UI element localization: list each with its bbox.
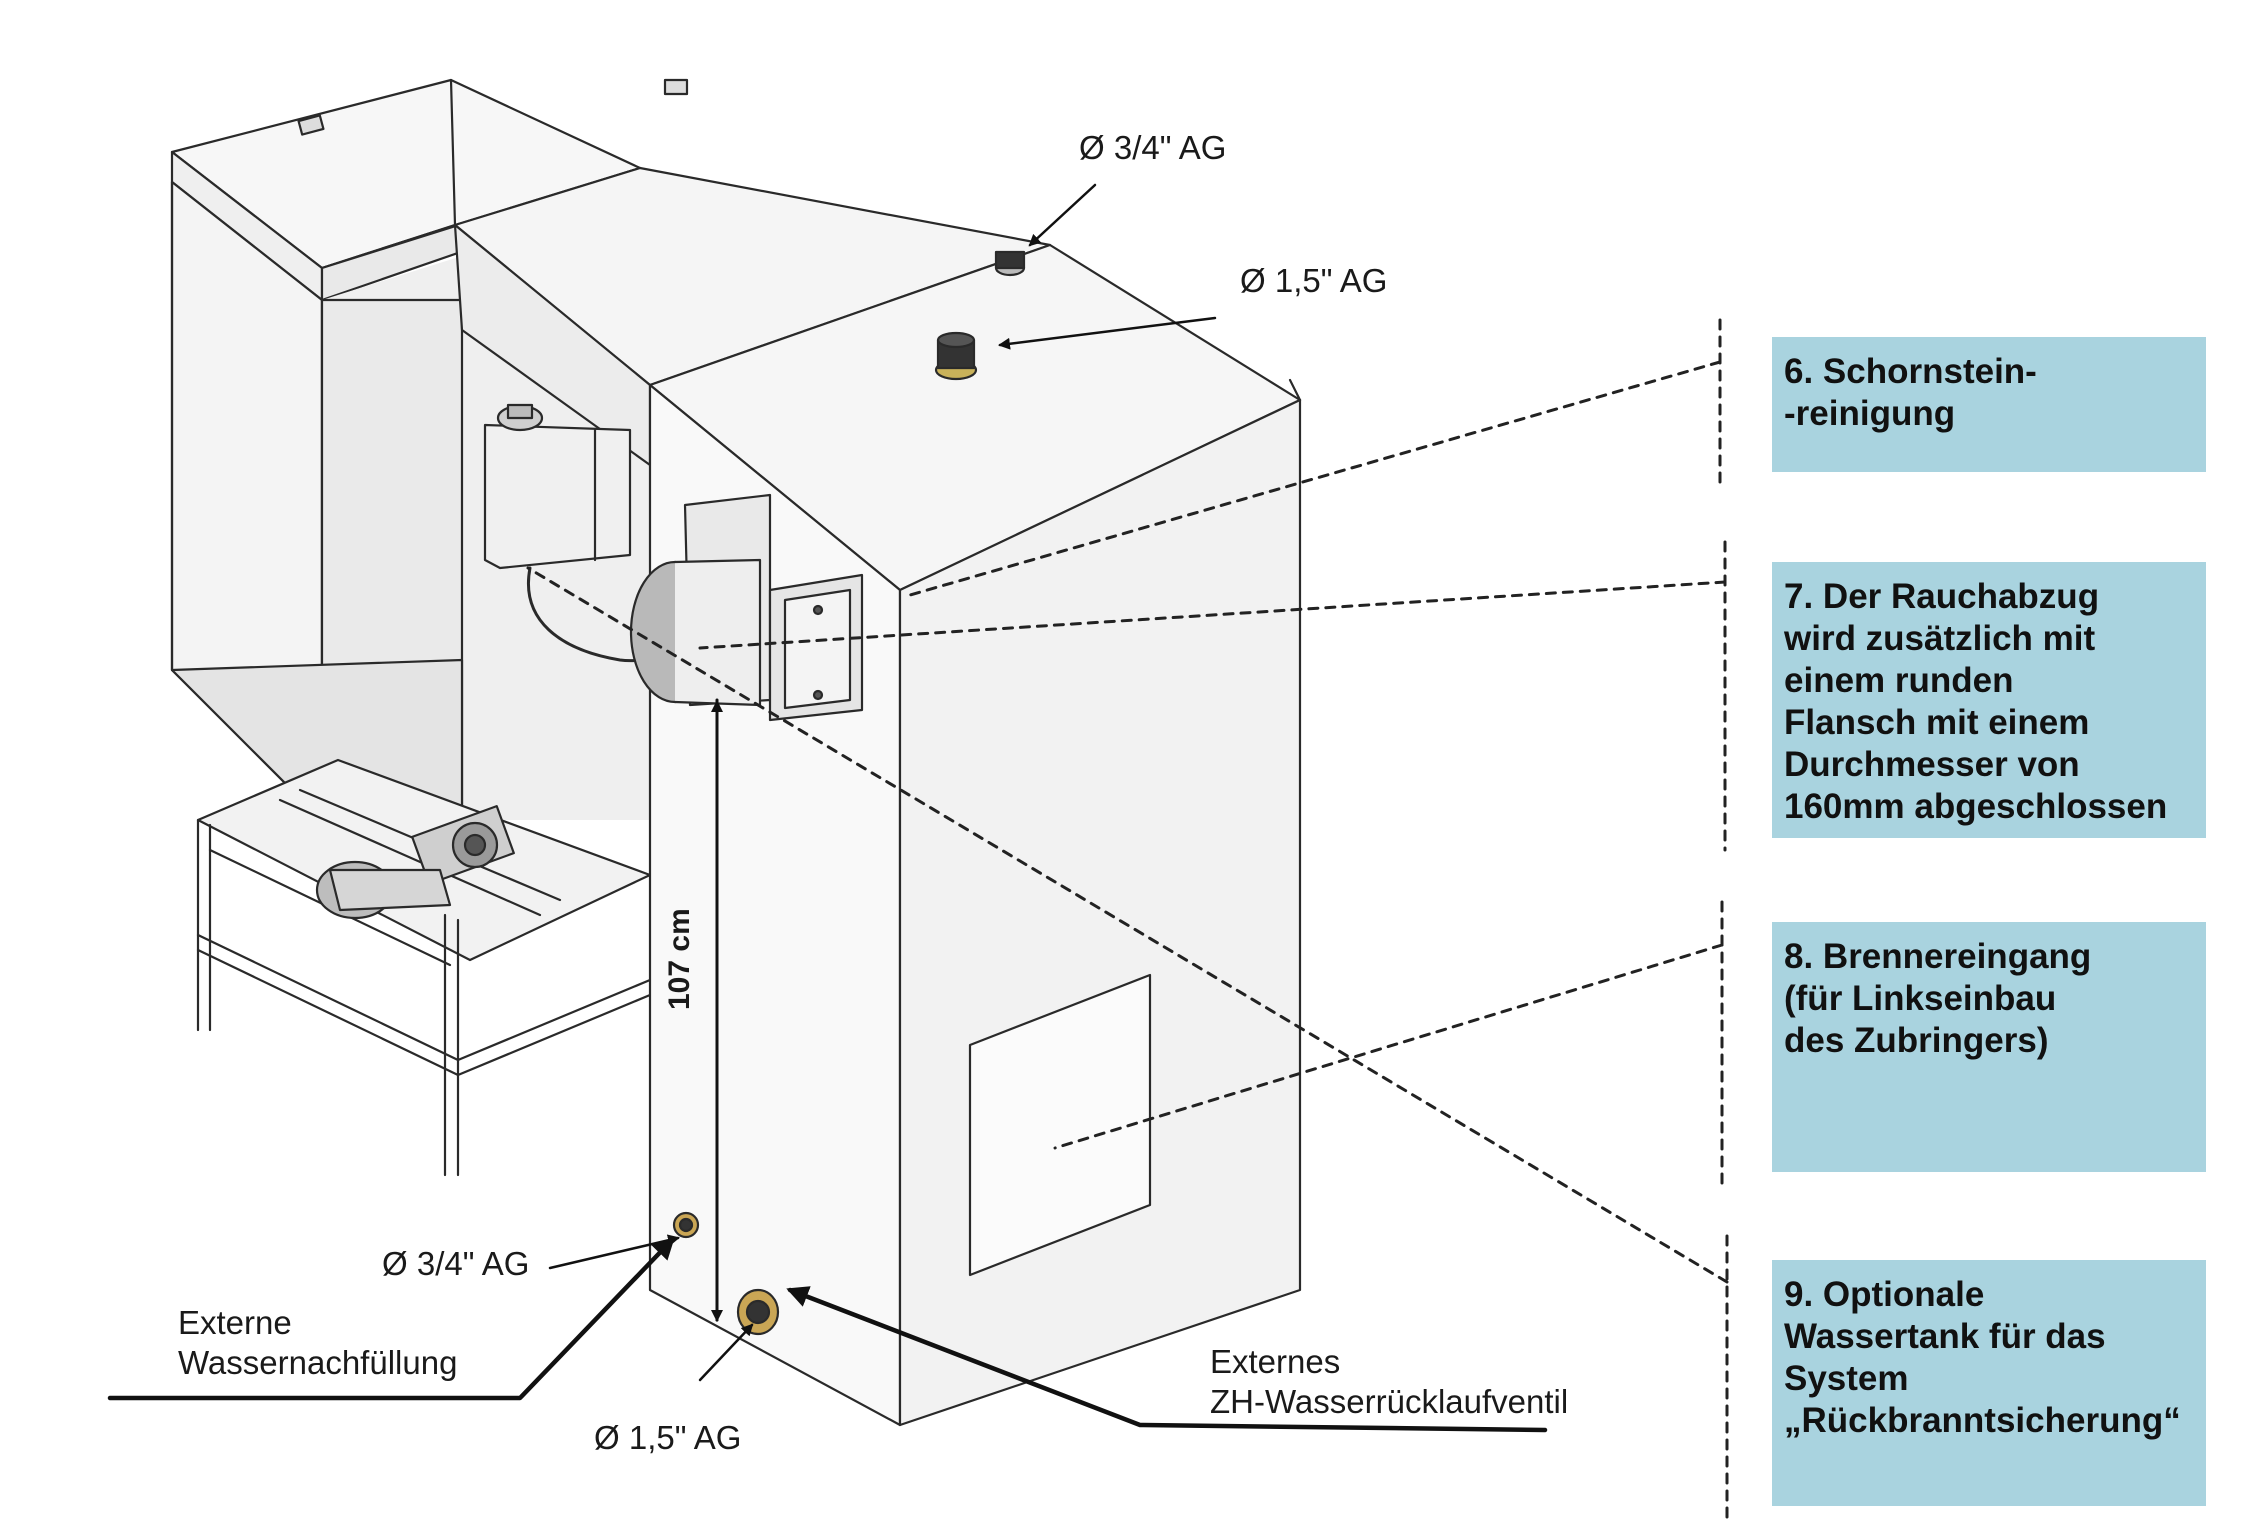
feeder-stand xyxy=(196,758,652,1177)
external-refill-label: Externe Wassernachfüllung xyxy=(178,1304,458,1381)
dashed-leaders xyxy=(526,318,1729,1524)
info-box-burner-inlet: 8. Brennereingang (für Linkseinbau des Z… xyxy=(1772,922,2206,1172)
bottom-small-pipe-label: Ø 3/4" AG xyxy=(382,1245,530,1282)
info-box-flue-flange: 7. Der Rauchabzug wird zusätzlich mit ei… xyxy=(1772,562,2206,838)
info-box-chimney-cleaning: 6. Schornstein- -reinigung xyxy=(1772,337,2206,472)
water-tank xyxy=(483,403,692,663)
bottom-large-pipe-label: Ø 1,5" AG xyxy=(594,1419,742,1456)
callout-arrows xyxy=(107,183,1548,1433)
height-dimension-label: 107 cm xyxy=(663,908,696,1010)
info-box-optional-water-tank: 9. Optionale Wassertank für das System „… xyxy=(1772,1260,2206,1506)
top-small-pipe-label: Ø 3/4" AG xyxy=(1079,129,1227,166)
top-large-pipe-label: Ø 1,5" AG xyxy=(1240,262,1388,299)
boiler-body xyxy=(629,243,1302,1427)
external-return-valve-label: Externes ZH-Wasserrücklaufventil xyxy=(1210,1343,1569,1420)
